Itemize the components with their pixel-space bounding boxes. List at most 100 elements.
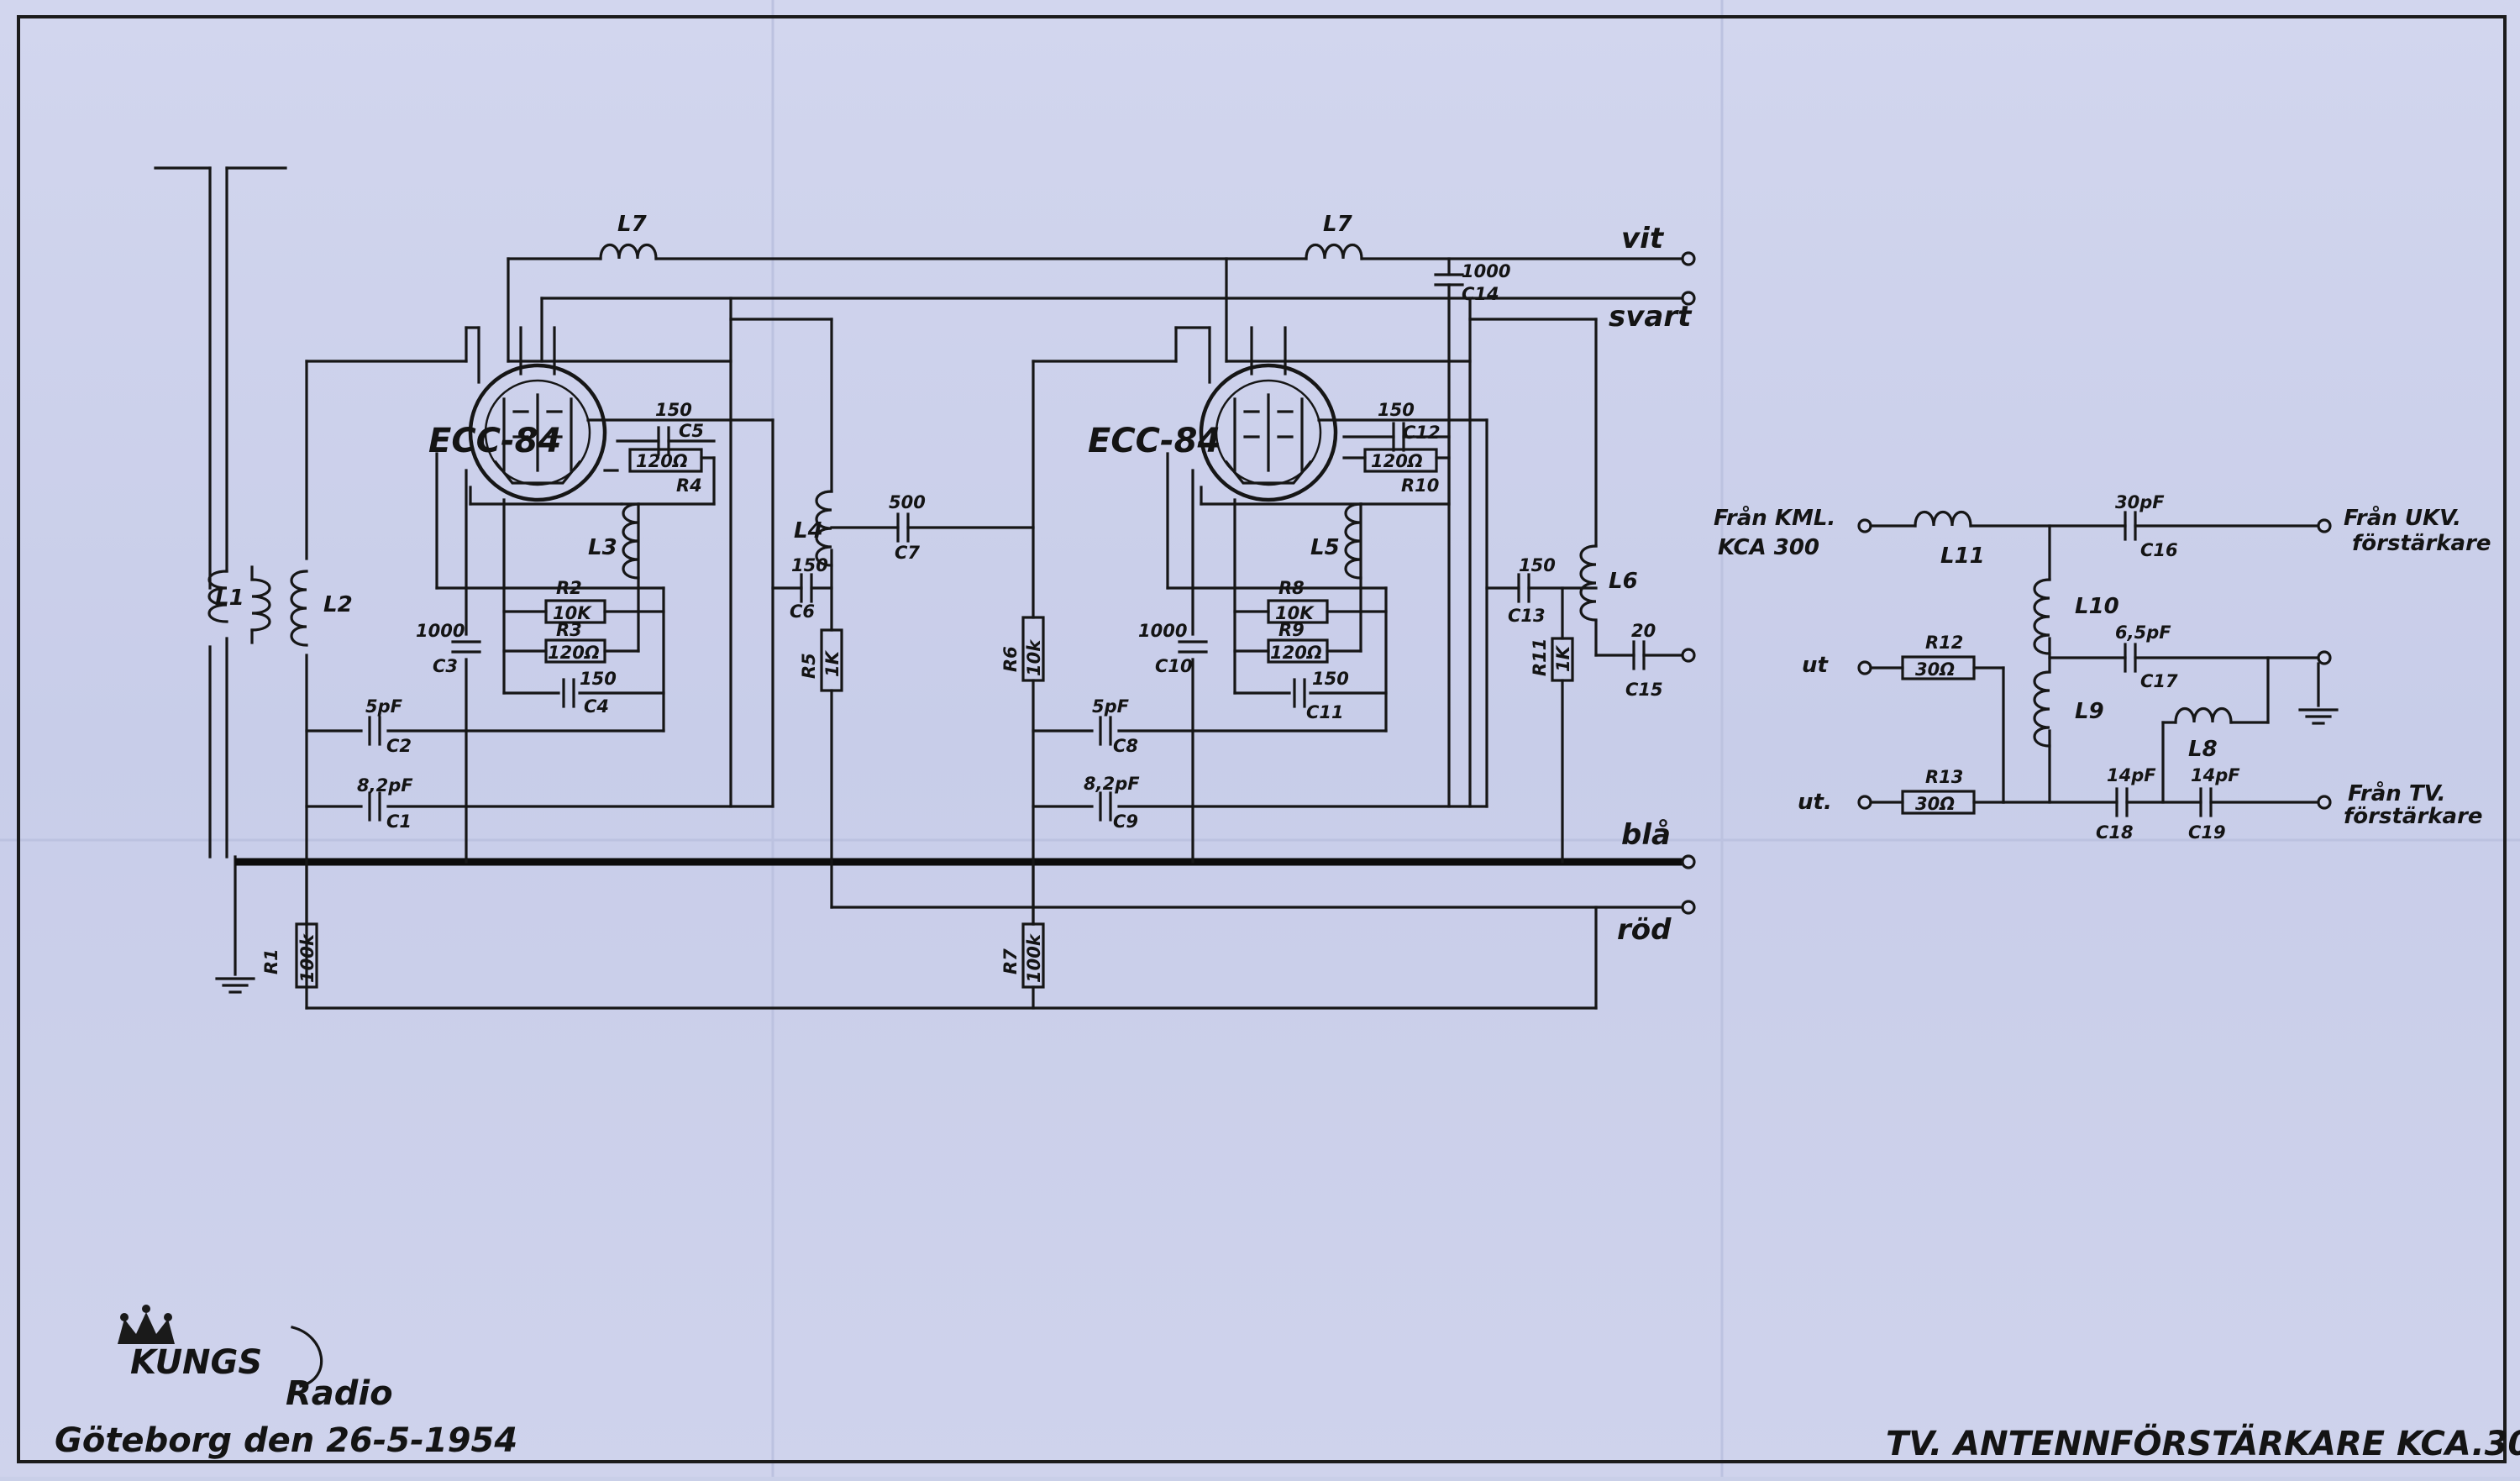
terminal-bla-label: blå — [1621, 818, 1671, 852]
antenna-input — [154, 166, 287, 994]
resistor-R8: R8 10K — [1267, 578, 1329, 624]
filter-output-label-1: Från UKV. — [2344, 505, 2461, 531]
inductor-L5: L5 — [1310, 502, 1362, 580]
C3-label: C3 — [433, 656, 458, 676]
R11-label: R11 — [1530, 638, 1550, 676]
C13-label: C13 — [1508, 606, 1546, 626]
supply-rod — [305, 900, 1696, 1010]
capacitor-C11: 150 C11 — [1293, 669, 1349, 722]
capacitor-C3: 1000 C3 — [416, 621, 481, 676]
C3-value: 1000 — [416, 621, 465, 641]
resistor-R4: 120Ω R4 — [628, 448, 703, 496]
L1-label: L1 — [215, 586, 244, 611]
inductor-L8: L8 — [2174, 706, 2233, 762]
C1-value: 8,2pF — [357, 775, 413, 796]
resistor-R13: R13 30Ω — [1901, 767, 1976, 815]
resistor-R10: 120Ω R10 — [1363, 448, 1439, 496]
R7-value: 100k — [1024, 932, 1044, 983]
capacitor-C8: 5pF C8 — [1092, 696, 1138, 756]
C9-label: C9 — [1113, 811, 1138, 832]
capacitor-C6: 150 C6 — [771, 555, 833, 622]
capacitor-C7: 500 C7 — [830, 492, 1035, 563]
C14-label: C14 — [1462, 284, 1499, 304]
C19-value: 14pF — [2191, 765, 2240, 785]
R3-label: R3 — [556, 620, 582, 640]
C5-label: C5 — [679, 421, 704, 441]
L7-a-label: L7 — [617, 212, 648, 237]
filter-output-label-4: förstärkare — [2344, 804, 2483, 829]
C18-value: 14pF — [2107, 765, 2156, 785]
stage-1-wiring — [305, 297, 833, 1010]
C11-label: C11 — [1306, 702, 1344, 722]
resistor-R1: R1 100k — [261, 860, 318, 989]
inductor-L6: L6 — [1579, 544, 1638, 622]
supply-svart — [540, 291, 1696, 363]
capacitor-C5: 150 C5 — [616, 400, 716, 456]
L6-label: L6 — [1609, 569, 1638, 594]
R11-value: 1K — [1553, 644, 1573, 672]
filter-output-label-2: förstärkare — [2352, 531, 2491, 556]
C2-label: C2 — [386, 736, 412, 756]
R9-value: 120Ω — [1270, 643, 1322, 663]
C1-label: C1 — [386, 811, 412, 832]
C16-value: 30pF — [2115, 492, 2165, 512]
resistor-R11: R11 1K — [1530, 637, 1574, 682]
C7-value: 500 — [889, 492, 926, 512]
R10-value: 120Ω — [1371, 451, 1423, 471]
capacitor-C17: 6,5pF C17 — [2115, 622, 2178, 691]
R3-value: 120Ω — [548, 643, 600, 663]
capacitor-C1: 8,2pF C1 — [357, 775, 413, 832]
R12-label: R12 — [1925, 633, 1963, 653]
resistor-R9: R9 120Ω — [1267, 620, 1329, 664]
R4-value: 120Ω — [636, 451, 688, 471]
filter-input-label-1: Från KML. — [1714, 505, 1835, 531]
C13-value: 150 — [1519, 555, 1556, 575]
tube-1-label: ECC-84 — [428, 422, 561, 460]
C11-value: 150 — [1312, 669, 1349, 689]
inductor-L3: L3 — [588, 502, 640, 580]
crown-icon — [118, 1305, 175, 1344]
C18-label: C18 — [2096, 822, 2134, 843]
footer-title: TV. ANTENNFÖRSTÄRKARE KCA.300A — [1886, 1423, 2520, 1463]
filter-wiring — [1857, 518, 2339, 810]
L11-label: L11 — [1940, 544, 1985, 569]
R13-value: 30Ω — [1915, 794, 1955, 814]
filter-ut-label-1: ut — [1802, 653, 1830, 678]
logo-name-1: KUNGS — [130, 1343, 262, 1382]
terminal-vit-label: vit — [1621, 222, 1665, 255]
C10-value: 1000 — [1138, 621, 1187, 641]
capacitor-C9: 8,2pF C9 — [1084, 774, 1140, 832]
L8-label: L8 — [2188, 737, 2218, 762]
R2-label: R2 — [556, 578, 582, 598]
inductor-L7-a: L7 — [599, 212, 658, 260]
R1-value: 100k — [297, 932, 318, 983]
C8-label: C8 — [1113, 736, 1138, 756]
inductor-L7-b: L7 — [1305, 212, 1363, 260]
terminal-rod-label: röd — [1617, 913, 1672, 947]
resistor-R2: R2 10K — [544, 578, 606, 624]
resistor-R6: R6 10k — [1000, 616, 1045, 682]
C12-value: 150 — [1378, 400, 1415, 420]
resistor-R5: R5 1K — [799, 628, 843, 692]
R7-label: R7 — [1000, 948, 1021, 974]
supply-vit — [507, 251, 1696, 363]
logo-name-2: Radio — [286, 1374, 393, 1413]
C19-label: C19 — [2188, 822, 2226, 843]
tube-ECC84-1: ECC-84 — [428, 363, 607, 502]
capacitor-C15: 20 C15 — [1625, 621, 1663, 700]
R1-label: R1 — [261, 948, 281, 974]
C14-value: 1000 — [1462, 261, 1510, 281]
C8-value: 5pF — [1092, 696, 1130, 717]
footer-place-date: Göteborg den 26-5-1954 — [55, 1421, 517, 1460]
L7-b-label: L7 — [1323, 212, 1353, 237]
C16-label: C16 — [2140, 540, 2178, 560]
R8-label: R8 — [1278, 578, 1305, 598]
C15-label: C15 — [1625, 680, 1663, 700]
C7-label: C7 — [895, 543, 920, 563]
capacitor-C19: 14pF C19 — [2188, 765, 2240, 843]
inductor-L10: L10 — [2033, 578, 2119, 655]
resistor-R7: R7 100k — [1000, 860, 1045, 989]
capacitor-C2: 5pF C2 — [365, 696, 412, 756]
